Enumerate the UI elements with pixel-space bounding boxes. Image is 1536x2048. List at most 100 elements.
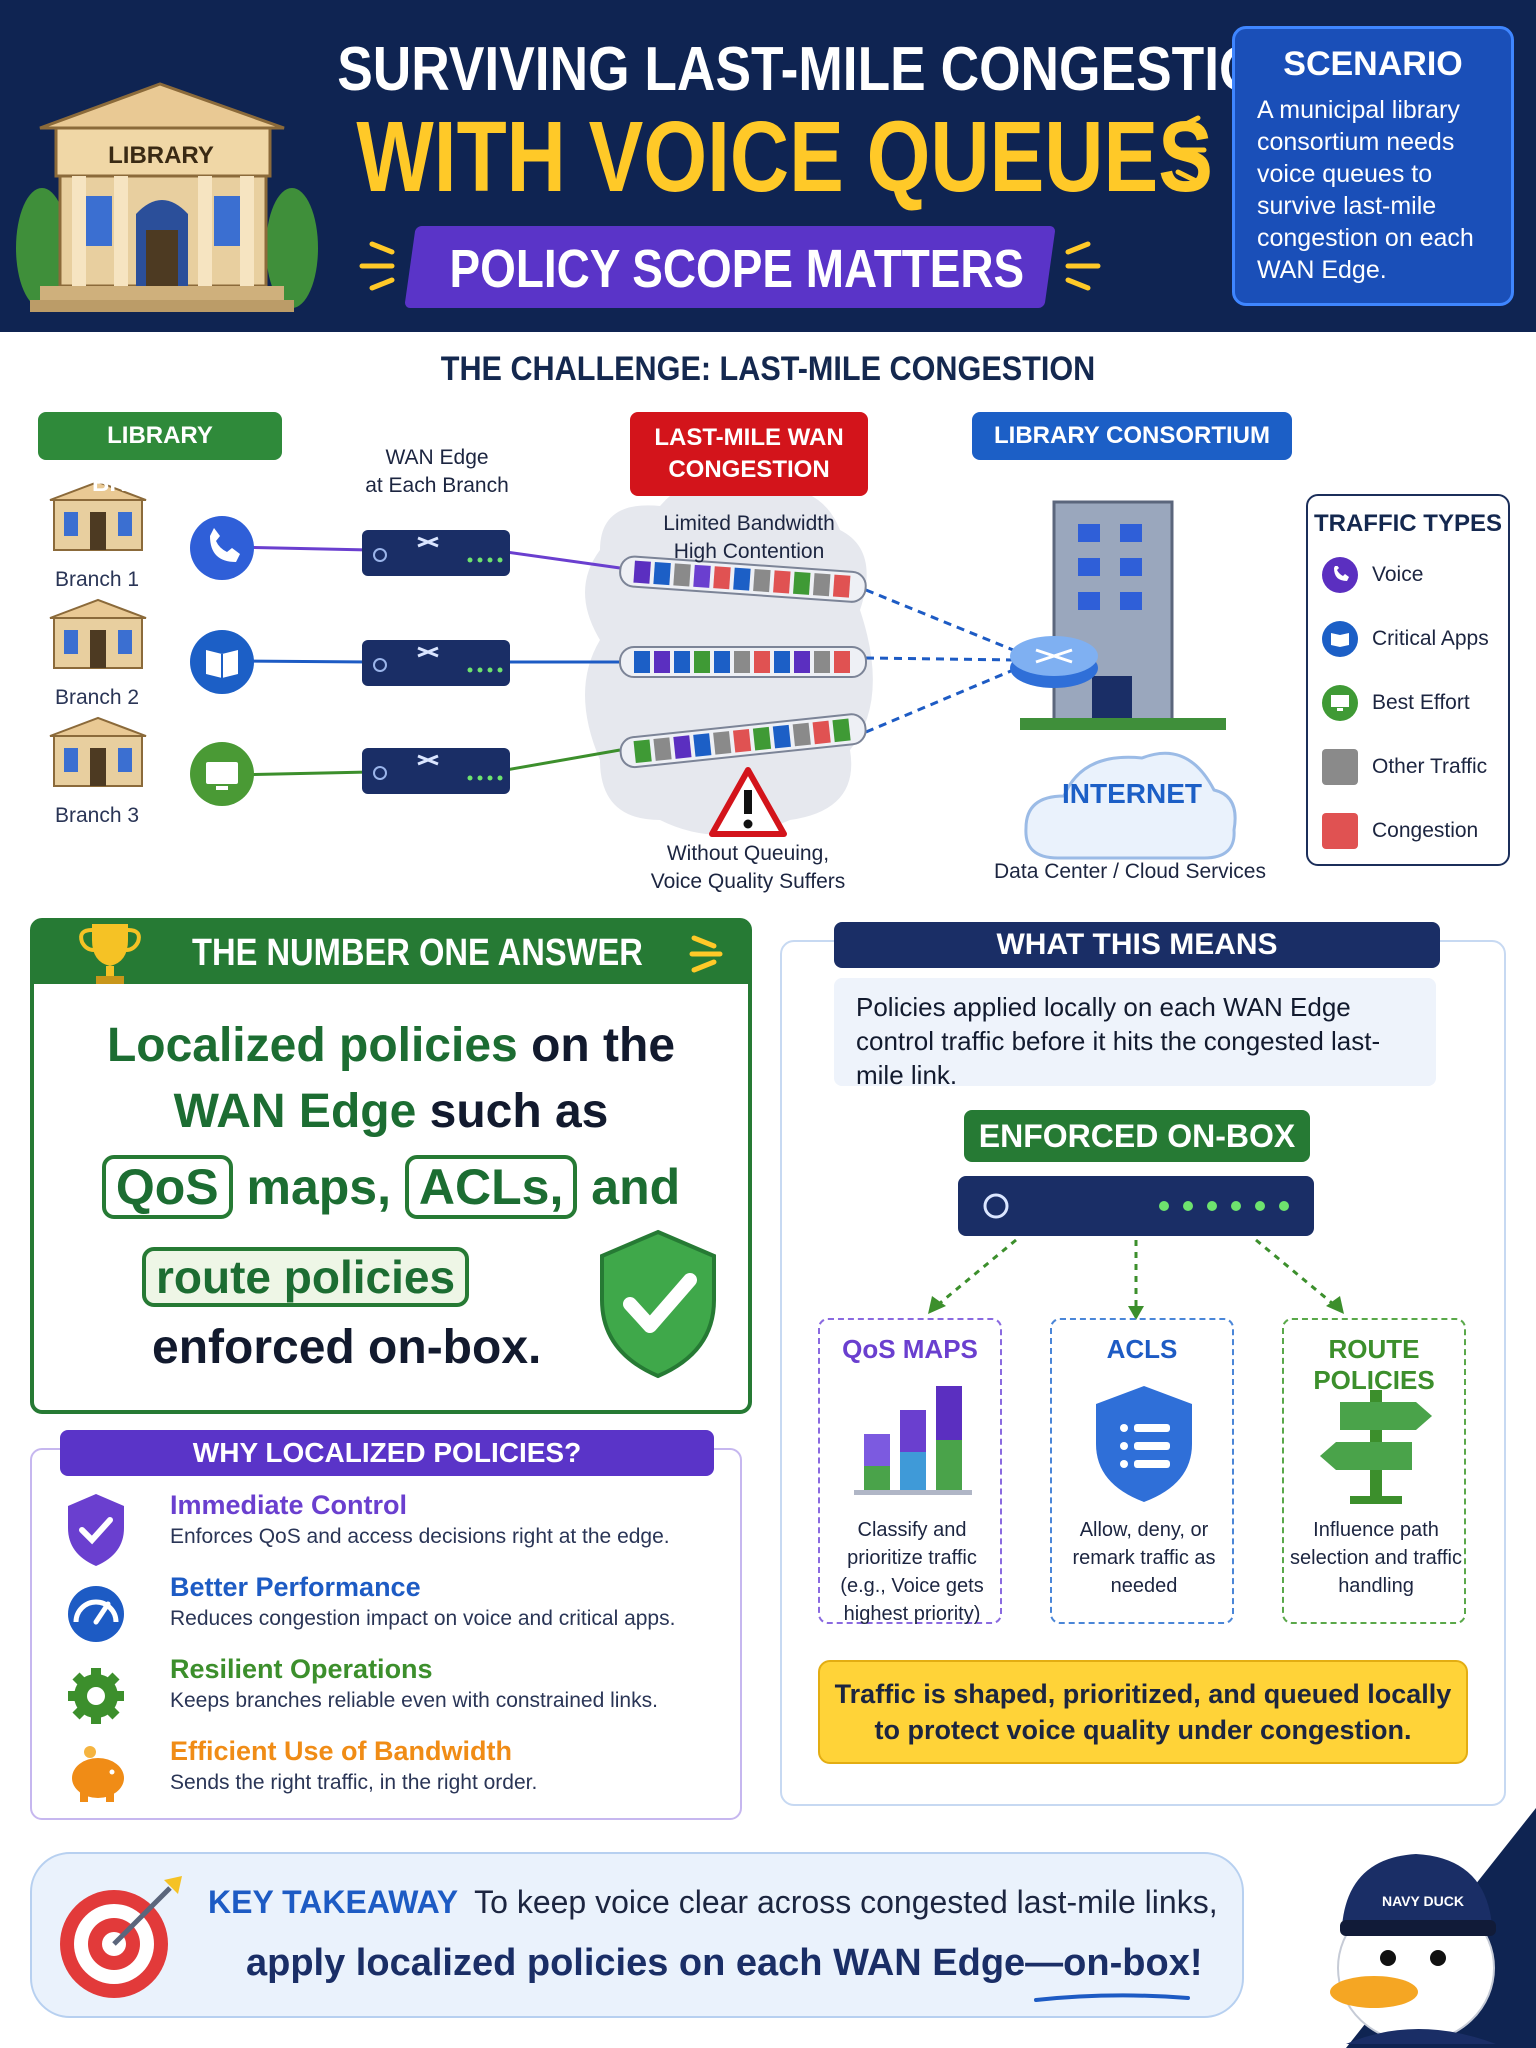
speedometer-icon (68, 1586, 124, 1642)
congested-pipe-1 (619, 555, 867, 603)
scenario-body: A municipal library consortium needs voi… (1257, 96, 1474, 284)
spark-decoration (359, 115, 1207, 291)
key-takeaway-label: KEY TAKEAWAY (208, 1884, 459, 1920)
title-line-1: SURVIVING LAST-MILE CONGESTION (337, 35, 1300, 104)
library-branches-pill: LIBRARY BRANCHES (38, 412, 282, 497)
card-title: QoS MAPS (842, 1334, 978, 1364)
square-icon (1322, 749, 1358, 785)
limited-bandwidth-label: Limited Bandwidth High Contention (636, 510, 862, 566)
legend-label: Critical Apps (1372, 627, 1489, 650)
legend-label: Best Effort (1372, 691, 1470, 714)
key-takeaway-panel: KEY TAKEAWAY To keep voice clear across c… (30, 1852, 1244, 2018)
subtitle: POLICY SCOPE MATTERS (449, 239, 1025, 299)
internet-label: INTERNET (1062, 778, 1202, 809)
congested-pipe-3 (619, 713, 867, 769)
card-desc: Allow, deny, or remark traffic as needed (1072, 1519, 1216, 1597)
square-icon (1322, 813, 1358, 849)
answer-line-3: QoS maps, ACLs, and (34, 1155, 748, 1219)
hub-building-icon (1020, 500, 1226, 730)
why-item-immediate-control: Immediate Control Enforces QoS and acces… (170, 1490, 670, 1549)
branch-1-label: Branch 1 (54, 568, 140, 591)
why-item-resilient-operations: Resilient Operations Keeps branches reli… (170, 1654, 658, 1713)
consortium-hub-pill: LIBRARY CONSORTIUM HUB (972, 412, 1292, 497)
branch-2-building-icon (49, 598, 147, 669)
library-sign: LIBRARY (108, 142, 214, 169)
scenario-box: SCENARIO A municipal library consortium … (1232, 26, 1514, 306)
answer-header: THE NUMBER ONE ANSWER (34, 922, 748, 984)
traffic-types-legend: TRAFFIC TYPES Voice Critical Apps Best E… (1306, 494, 1510, 866)
legend-label: Congestion (1372, 819, 1479, 842)
answer-line-1: Localized policies on the (34, 1018, 748, 1073)
answer-text: maps, (232, 1159, 405, 1215)
book-icon (1322, 621, 1358, 657)
legend-item-other: Other Traffic (1322, 746, 1487, 788)
wan-edge-router-3-icon (362, 748, 510, 794)
answer-line-2: WAN Edge such as (34, 1084, 748, 1139)
key-takeaway-text: To keep voice clear across congested las… (474, 1884, 1218, 1920)
branch-3-building-icon (49, 716, 147, 787)
means-summary: Traffic is shaped, prioritized, and queu… (818, 1660, 1468, 1764)
warning-caption-line-1: Without Queuing, (666, 842, 830, 865)
answer-acls-box: ACLs, (404, 1155, 578, 1219)
why-heading: WHY LOCALIZED POLICIES? (60, 1430, 714, 1476)
card-acls: ACLS Allow, deny, or remark traffic as n… (1050, 1318, 1234, 1624)
branch-2-label: Branch 2 (54, 686, 140, 709)
answer-line-4: route policies (142, 1247, 470, 1307)
legend-item-best-effort: Best Effort (1322, 682, 1470, 724)
scenario-heading: SCENARIO (1283, 45, 1463, 83)
answer-heading: THE NUMBER ONE ANSWER (192, 932, 643, 974)
means-diagram (928, 1176, 1344, 1320)
legend-item-congestion: Congestion (1322, 810, 1478, 852)
congestion-pill-line-2: CONGESTION (668, 456, 830, 483)
warning-icon (709, 767, 787, 837)
why-item-title: Immediate Control (170, 1490, 408, 1520)
bar-chart-icon (854, 1386, 972, 1495)
piggy-bank-icon (72, 1746, 124, 1802)
shield-check-icon (600, 1229, 716, 1379)
answer-line-5: enforced on-box. (152, 1321, 542, 1374)
trophy-icon (79, 924, 141, 984)
wan-edge-label-line-1: WAN Edge (385, 446, 489, 469)
traffic-types-heading: TRAFFIC TYPES (1313, 510, 1502, 537)
answer-qos-box: QoS (101, 1155, 233, 1219)
means-text: Policies applied locally on each WAN Edg… (834, 978, 1436, 1090)
wan-edge-label-line-2: at Each Branch (365, 474, 509, 497)
key-takeaway-line-1: KEY TAKEAWAY To keep voice clear across c… (208, 1884, 1218, 1921)
title-line-2: WITH VOICE QUEUES (356, 101, 1213, 213)
why-item-title: Resilient Operations (170, 1654, 433, 1684)
what-this-means-panel: WHAT THIS MEANS Policies applied locally… (780, 922, 1506, 1806)
header-banner: LIBRARY SURVIVING LAST-MILE CONGESTION W… (0, 0, 1536, 332)
last-mile-congestion-pill: LAST-MILE WAN CONGESTION (630, 412, 868, 496)
limited-label-line-2: High Contention (673, 540, 825, 563)
card-desc: Classify and prioritize traffic (e.g., V… (840, 1519, 984, 1625)
tree-icon (266, 188, 318, 308)
header-art (16, 82, 1207, 312)
library-building-icon (30, 82, 294, 312)
navy-duck-mascot: NAVY DUCK (1330, 1808, 1536, 2048)
number-one-answer-panel: THE NUMBER ONE ANSWER Localized policies… (30, 918, 752, 1414)
legend-item-voice: Voice (1322, 554, 1423, 596)
branch-1-building-icon (49, 480, 147, 551)
why-item-desc: Sends the right traffic, in the right or… (170, 1771, 538, 1794)
enforced-on-box-pill: ENFORCED ON-BOX (964, 1110, 1310, 1162)
congested-pipe-2 (619, 646, 867, 678)
congestion-pill-line-1: LAST-MILE WAN (654, 424, 844, 451)
network-diagram (49, 478, 1237, 860)
answer-text: Localized policies (106, 1019, 518, 1072)
wan-edge-label: WAN Edge at Each Branch (342, 444, 532, 500)
key-takeaway-line-2: apply localized policies on each WAN Edg… (246, 1942, 1203, 1984)
list-shield-icon (1096, 1386, 1192, 1502)
spark-decoration (689, 935, 723, 973)
why-localized-panel: WHY LOCALIZED POLICIES? Immediate Contro… (30, 1430, 742, 1820)
why-item-desc: Keeps branches reliable even with constr… (170, 1689, 658, 1712)
legend-label: Other Traffic (1372, 755, 1488, 778)
card-title: ROUTE POLICIES (1313, 1334, 1435, 1395)
monitor-icon (1322, 685, 1358, 721)
answer-text: on the (517, 1019, 676, 1072)
hub-router-icon (1010, 636, 1098, 688)
warning-caption-line-2: Voice Quality Suffers (650, 870, 846, 893)
gear-icon (68, 1668, 124, 1724)
why-item-title: Better Performance (170, 1572, 421, 1602)
answer-text: such as (416, 1085, 609, 1138)
tree-icon (16, 188, 68, 308)
